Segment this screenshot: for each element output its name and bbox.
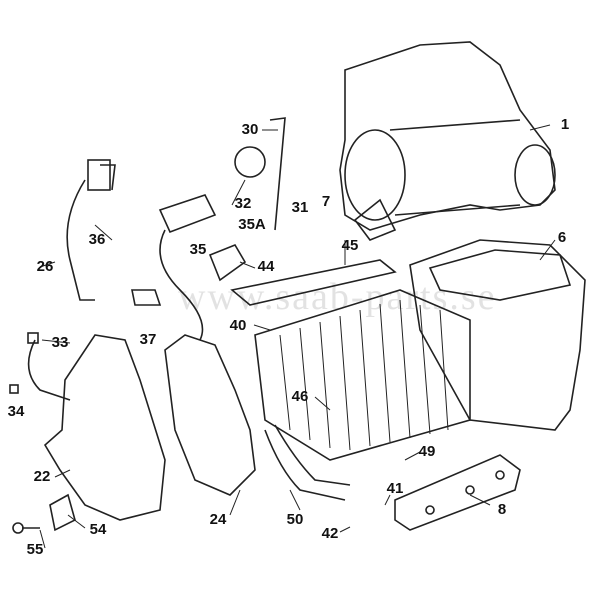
heater-tubes [264,424,351,501]
callout-37: 37 [139,331,157,348]
callout-8: 8 [497,501,507,518]
callout-33: 33 [51,334,69,351]
evaporator-core [254,289,471,461]
seal-strip [230,259,397,306]
heater-case [409,239,586,431]
actuator-motor [234,146,266,178]
wiring-harness [66,164,116,301]
callout-35a: 35A [238,216,266,233]
callout-40: 40 [229,317,247,334]
callout-7: 7 [321,193,331,210]
callout-34: 34 [7,403,25,420]
callout-45: 45 [341,237,359,254]
callout-35: 35 [189,241,207,258]
callout-42: 42 [321,525,339,542]
callout-49: 49 [418,443,436,460]
blower-housing [339,41,556,231]
callout-26: 26 [36,258,54,275]
cover-plate [394,454,521,531]
callout-50: 50 [286,511,304,528]
callout-55: 55 [26,541,44,558]
callout-6: 6 [557,229,567,246]
callout-22: 22 [33,468,51,485]
callout-44: 44 [257,258,275,275]
callout-31: 31 [291,199,309,216]
callout-24: 24 [209,511,227,528]
callout-54: 54 [89,521,107,538]
air-duct-center [164,334,256,496]
air-duct-left [43,334,166,521]
callout-32: 32 [234,195,252,212]
callout-36: 36 [88,231,106,248]
callout-41: 41 [386,480,404,497]
callout-46: 46 [291,388,309,405]
bracket [49,493,76,532]
callout-30: 30 [241,121,259,138]
control-unit [158,194,217,234]
callout-1: 1 [560,116,570,133]
